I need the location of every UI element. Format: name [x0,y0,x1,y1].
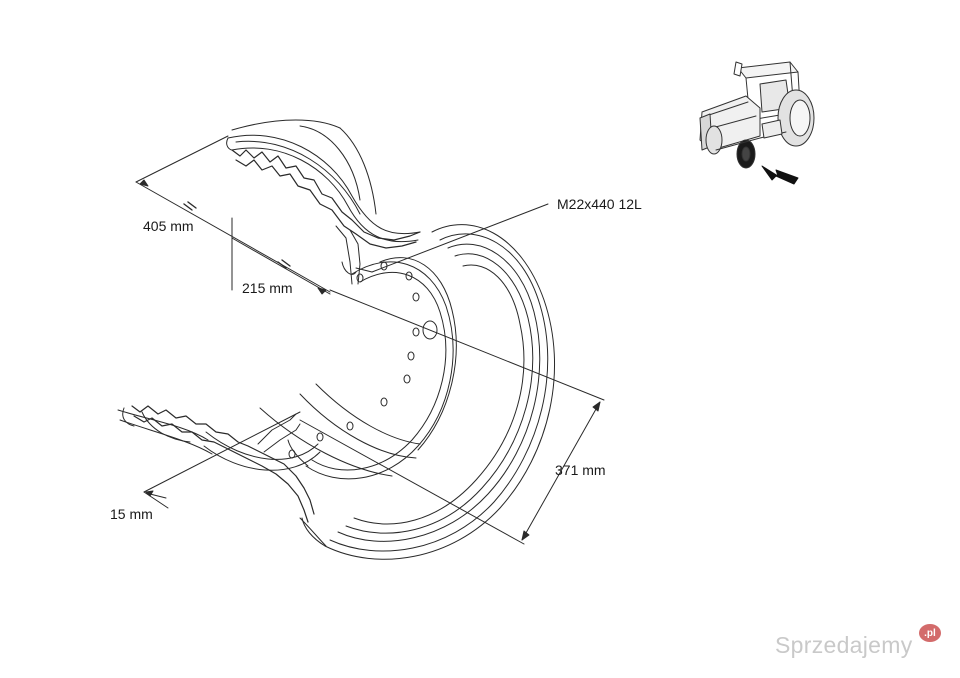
label-offset-inner: 215 mm [242,280,293,296]
watermark-badge: .pl [919,624,941,642]
label-offset-total: 405 mm [143,218,194,234]
watermark-logo: Sprzedajemy [775,632,913,658]
wheel-disc [287,257,457,480]
dimension-center-bore [299,289,605,545]
label-center-bore: 371 mm [555,462,606,478]
label-disc-thickness: 15 mm [110,506,153,522]
bolt-holes [288,261,438,459]
rim-barrel [117,119,421,547]
arrow-icon [761,165,799,185]
outer-flange [301,224,556,560]
dimension-offset [135,135,331,295]
tractor-thumbnail [699,61,815,169]
leader-bolt-pattern [355,203,549,273]
dimension-disc-thickness [143,411,301,509]
label-bolt-pattern: M22x440 12L [557,196,642,212]
